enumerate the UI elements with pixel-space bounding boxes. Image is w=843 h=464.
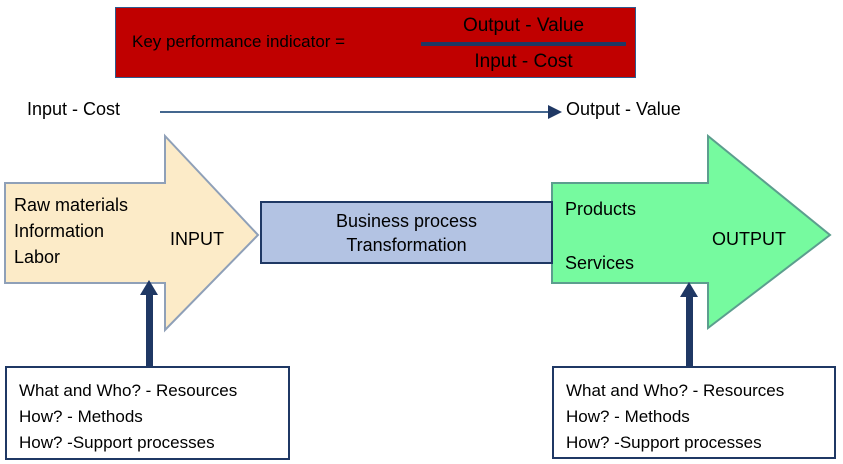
right-note-box: What and Who? - Resources How? - Methods… <box>552 366 836 459</box>
left-note-line-2: How? - Methods <box>19 407 143 426</box>
output-arrow-shape <box>551 133 832 331</box>
flow-line <box>160 111 552 113</box>
kpi-label: Key performance indicator = <box>132 32 346 51</box>
output-arrow-label: OUTPUT <box>712 229 786 249</box>
input-arrow-label: INPUT <box>170 229 224 249</box>
input-item-raw-materials: Raw materials <box>14 195 129 215</box>
input-items-list: Raw materials Information Labor <box>14 192 128 270</box>
output-item-products: Products <box>565 199 637 219</box>
flow-arrowhead-icon <box>548 105 562 119</box>
right-note-line-2: How? - Methods <box>566 407 690 426</box>
process-line-1: Business process <box>335 210 478 231</box>
kpi-banner: Key performance indicator = Output - Val… <box>115 7 636 78</box>
right-note-line-3: How? -Support processes <box>566 433 762 452</box>
kpi-fraction: Output - Value Input - Cost <box>421 11 626 77</box>
kpi-denominator: Input - Cost <box>474 51 573 72</box>
input-arrow-shape <box>4 133 260 333</box>
kpi-fraction-bar <box>421 42 626 46</box>
right-feed-arrow-head-icon <box>680 282 698 297</box>
left-note-box: What and Who? - Resources How? - Methods… <box>5 366 290 460</box>
right-note-line-1: What and Who? - Resources <box>566 381 785 400</box>
flow-label-input-cost: Input - Cost <box>27 99 121 119</box>
flow-label-output-value: Output - Value <box>566 99 681 119</box>
input-item-labor: Labor <box>14 247 61 267</box>
input-item-information: Information <box>14 221 105 241</box>
process-line-2: Transformation <box>346 234 467 255</box>
left-feed-arrow-shaft <box>146 292 153 366</box>
output-item-services: Services <box>565 253 635 273</box>
business-process-box: Business process Transformation <box>260 201 553 264</box>
left-feed-arrow-head-icon <box>140 280 158 295</box>
left-note-line-1: What and Who? - Resources <box>19 381 238 400</box>
left-note-line-3: How? -Support processes <box>19 433 215 452</box>
right-feed-arrow-shaft <box>686 294 693 366</box>
kpi-numerator: Output - Value <box>462 15 585 36</box>
